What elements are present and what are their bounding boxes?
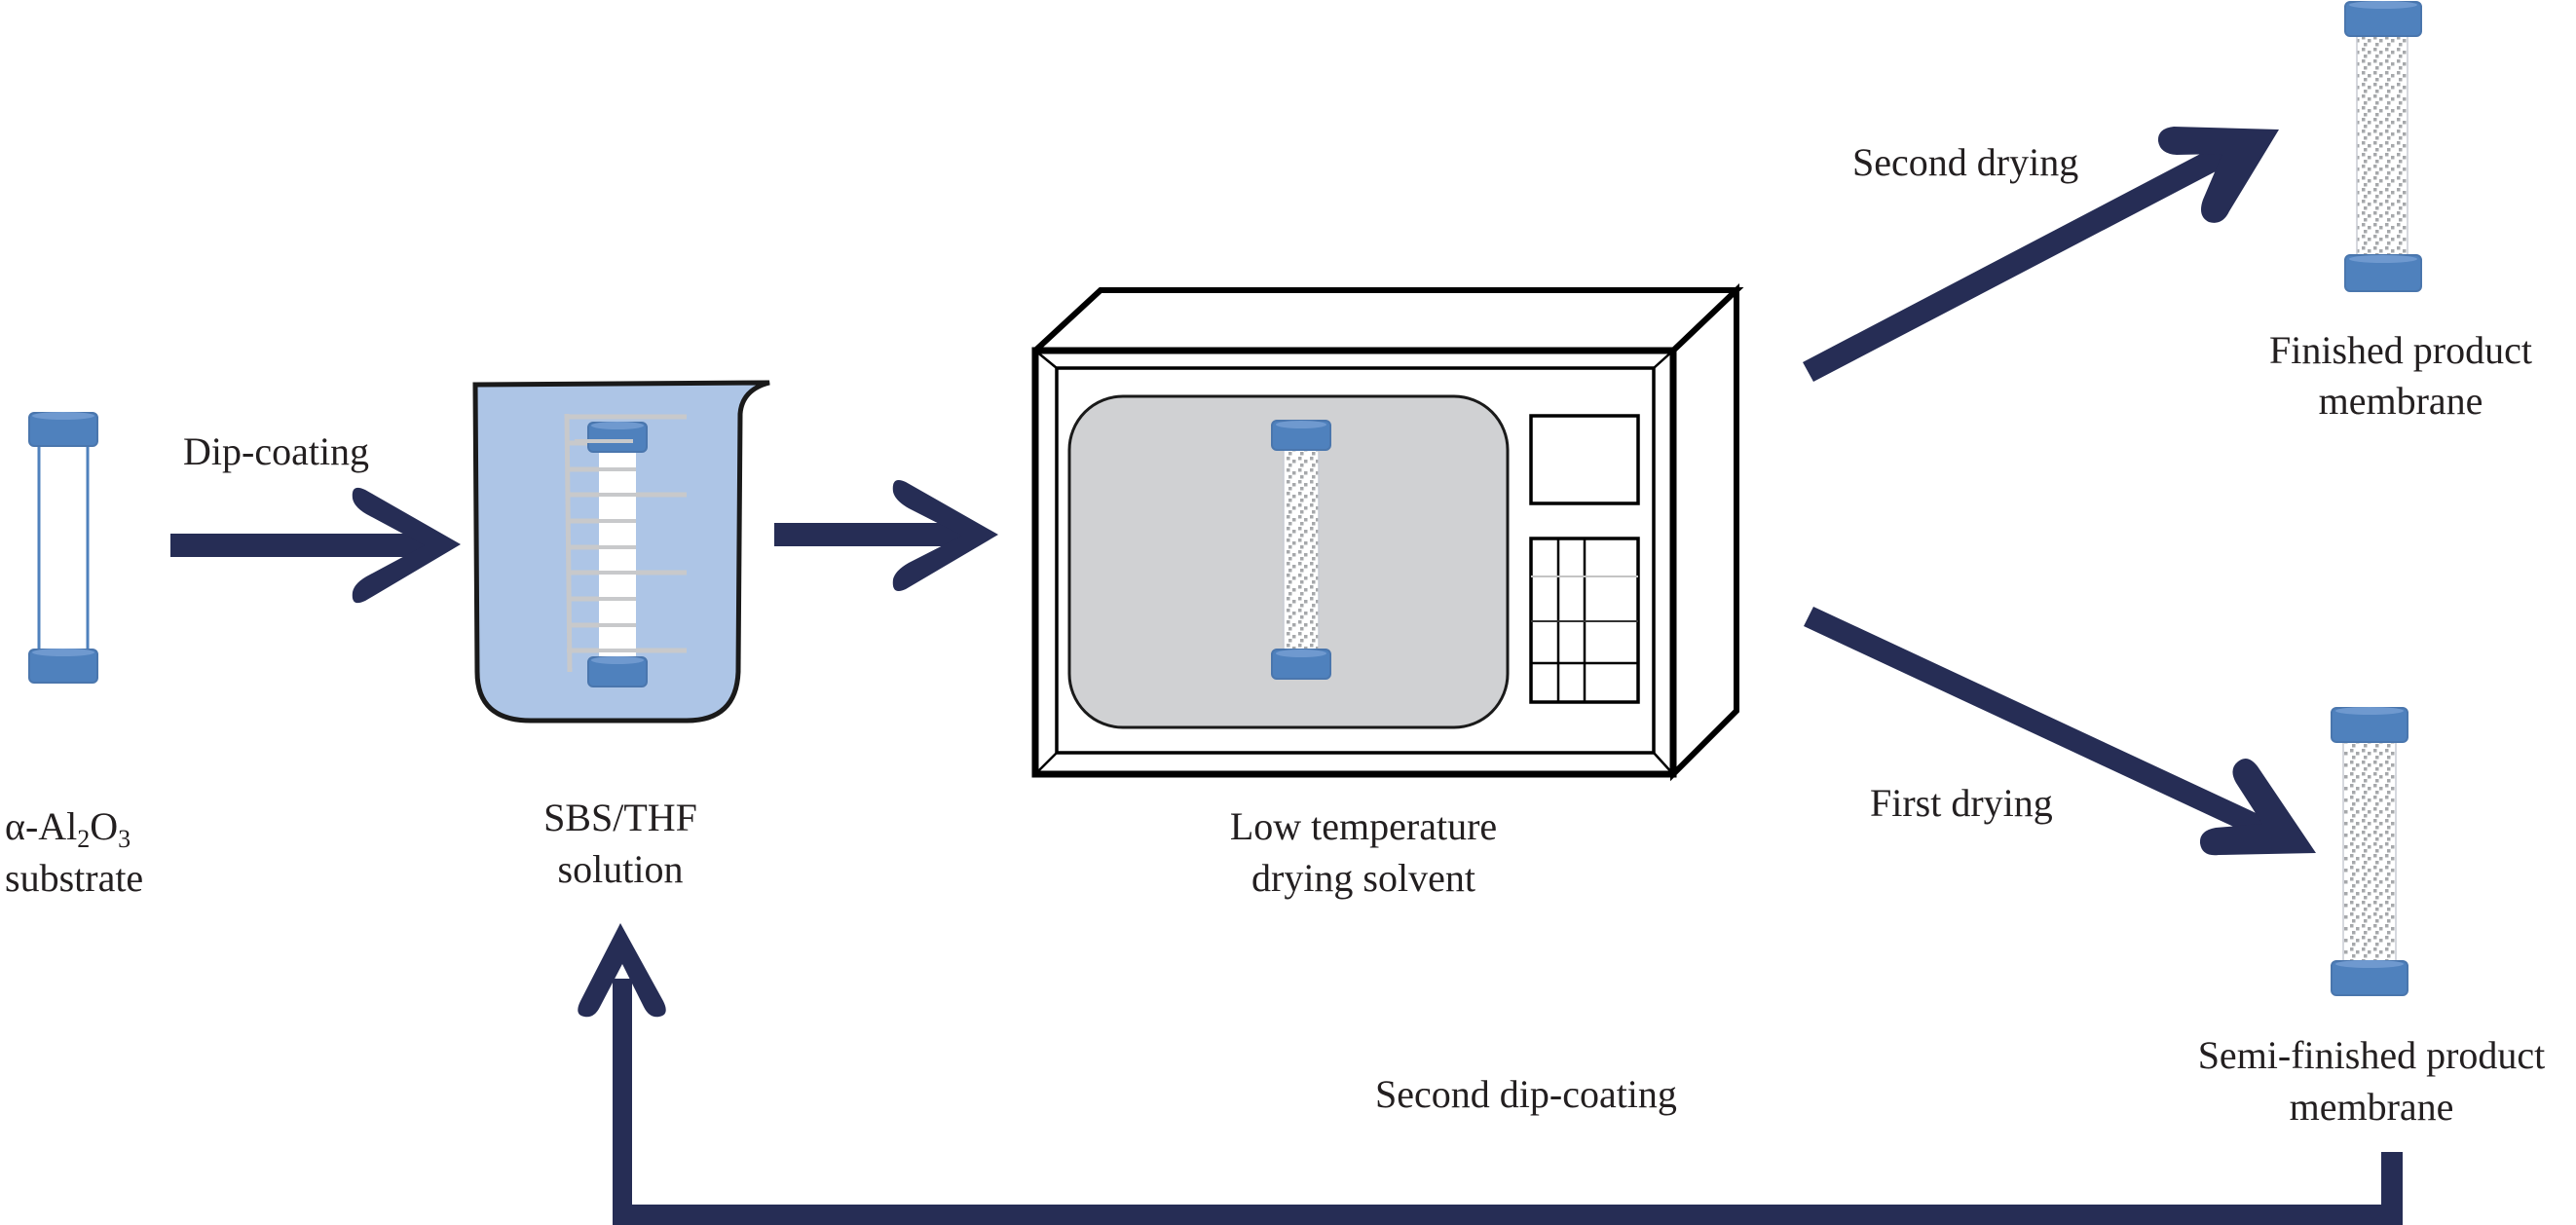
- arrow-head: [892, 479, 998, 592]
- oven-top-face: [1032, 287, 1744, 353]
- finished-label-line1: Finished product: [2269, 328, 2532, 372]
- solution-label-line1: SBS/THF: [543, 796, 697, 839]
- arrow-shaft: [170, 534, 433, 557]
- substrate-tube-body: [37, 441, 90, 653]
- oven-label-line1: Low temperature: [1230, 804, 1497, 848]
- tube-cap-rim: [2349, 1, 2417, 9]
- arrow-shaft: [1804, 607, 2279, 843]
- second-dip-coating-arrow: [578, 923, 2403, 1225]
- tube-cap-rim: [32, 412, 94, 420]
- arrow-head: [2199, 758, 2316, 856]
- oven-tube-body: [1283, 442, 1320, 660]
- drying-oven: [1031, 282, 1744, 782]
- oven-door-frame: [1055, 366, 1656, 755]
- oven-side-face: [1670, 282, 1739, 782]
- first-drying-label: First drying: [1870, 781, 2053, 825]
- semi-finished-tube-body: [2342, 739, 2397, 964]
- oven-display: [1529, 414, 1640, 505]
- arrow-shaft: [1803, 139, 2238, 382]
- finished-tube-body: [2356, 34, 2408, 258]
- solution-label-line2: solution: [558, 847, 684, 891]
- first-drying-arrow: [1804, 607, 2316, 856]
- substrate-label-line2: substrate: [5, 856, 143, 900]
- beaker-tube-body: [599, 450, 636, 659]
- tube-cap-rim: [1276, 650, 1326, 657]
- oven-front-face: [1031, 347, 1677, 778]
- tube-cap-rim: [1276, 421, 1326, 428]
- tube-cap-rim: [591, 656, 644, 664]
- oven-keypad: [1529, 537, 1640, 704]
- arrow-segment-bottom: [613, 1205, 2403, 1225]
- substrate-tube: [28, 412, 98, 684]
- second-dip-coating-label: Second dip-coating: [1375, 1072, 1677, 1116]
- tube-cap-rim: [2335, 707, 2404, 715]
- tube-cap-rim: [2349, 255, 2417, 263]
- tube-cap-rim: [32, 649, 94, 656]
- second-drying-arrow: [1803, 127, 2279, 382]
- beaker: [472, 380, 770, 724]
- finished-membrane-tube: [2344, 1, 2422, 292]
- semi-finished-label-line2: membrane: [2290, 1085, 2454, 1129]
- semi-finished-membrane-tube: [2331, 707, 2408, 996]
- dip-coating-arrow: [170, 487, 461, 604]
- tube-cap-rim: [591, 422, 644, 429]
- arrow-head: [352, 487, 461, 604]
- to-oven-arrow: [774, 479, 998, 592]
- substrate-label: α-Al2O3: [5, 804, 131, 853]
- finished-label-line2: membrane: [2319, 379, 2483, 423]
- arrow-shaft: [774, 523, 969, 546]
- arrow-segment-left: [613, 979, 632, 1225]
- arrow-head: [578, 923, 666, 1018]
- oven-label-line2: drying solvent: [1251, 856, 1475, 900]
- semi-finished-label-line1: Semi-finished product: [2198, 1033, 2546, 1077]
- dip-coating-label: Dip-coating: [183, 429, 369, 473]
- second-drying-label: Second drying: [1852, 140, 2078, 184]
- tube-cap-rim: [2335, 960, 2404, 968]
- arrow-head: [2157, 127, 2279, 223]
